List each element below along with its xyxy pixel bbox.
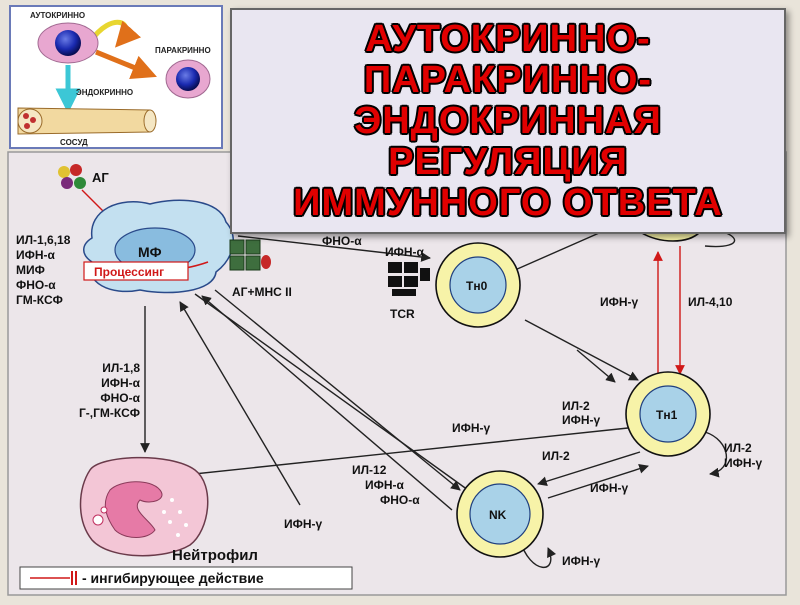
th1-neutro-ifn-label: ИФН-γ: [452, 421, 491, 435]
nk-mf-ifn-label: ИФН-γ: [284, 517, 323, 531]
mf-cytokine-1: ИЛ-1,6,18: [16, 233, 71, 247]
legend: - ингибирующее действие: [19, 566, 353, 590]
processing-box: [83, 261, 189, 281]
mf-nk-tnf-label: ФНО-α: [380, 493, 420, 507]
mf-cytokine-2: ИФН-α: [16, 248, 56, 262]
mhc-complex: [229, 239, 271, 271]
nk-th1-ifn-label: ИФН-γ: [590, 481, 629, 495]
th0-th1-il2-label: ИЛ-2: [562, 399, 590, 413]
processing-label: Процессинг: [94, 265, 164, 279]
mf-cytokine-4: ФНО-α: [16, 278, 56, 292]
inset-panel: АУТОКРИННО ПАРАКРИННО ЭНДОКРИННО СОСУД: [9, 5, 223, 149]
tcr-complex: [388, 262, 430, 296]
inset-paracrine-label: ПАРАКРИННО: [155, 46, 211, 55]
ifn-gamma-top-label: ИФН-γ: [600, 295, 639, 309]
mf-nk-il12-label: ИЛ-12: [352, 463, 387, 477]
neutrophil-cell: [79, 456, 209, 557]
title-line-1: АУТОКРИННО-: [365, 17, 651, 60]
mf-neutro-label-1: ИЛ-1,8: [102, 361, 140, 375]
tcr-label: TCR: [390, 307, 415, 321]
title-line-2: ПАРАКРИННО-: [363, 58, 653, 101]
title-line-4: РЕГУЛЯЦИЯ: [388, 140, 628, 183]
neutrophil-label: Нейтрофил: [172, 547, 258, 564]
th1-nk-il2-label: ИЛ-2: [542, 449, 570, 463]
mf-cytokine-3: МИФ: [16, 263, 45, 277]
macrophage-label: МФ: [138, 244, 162, 260]
inset-endocrine-label: ЭНДОКРИННО: [76, 88, 133, 97]
legend-text: - ингибирующее действие: [82, 570, 264, 586]
th1-nk-arrow: [537, 451, 641, 487]
th1-self-loop: [704, 431, 727, 478]
ifn-alpha-label: ИФН-α: [385, 245, 425, 259]
il-4-10-label: ИЛ-4,10: [688, 295, 733, 309]
mf-cytokine-5: ГМ-КСФ: [16, 293, 63, 307]
mf-nk-arrow: [214, 289, 461, 491]
th0-nk-line: [194, 293, 469, 491]
mf-nk-ifn-label: ИФН-α: [365, 478, 405, 492]
antigen-label: АГ: [92, 170, 109, 185]
th0-th1-ifn-label: ИФН-γ: [562, 413, 601, 427]
inset-producer-nucleus: [55, 30, 81, 56]
slide-title: АУТОКРИННО- ПАРАКРИННО- ЭНДОКРИННАЯ РЕГУ…: [293, 17, 723, 224]
autocrine-arrow: [87, 19, 141, 48]
il2-th1-arrow: [576, 349, 616, 383]
th0-label: Тн0: [466, 279, 488, 293]
th1-self-il2-label: ИЛ-2: [724, 441, 752, 455]
nk-mf-arrow: [201, 295, 453, 511]
th0-cell: [435, 242, 521, 328]
inset-vessel-label: СОСУД: [60, 138, 88, 147]
nk-self-ifn-label: ИФН-γ: [562, 554, 601, 568]
th1-self-ifn-label: ИФН-γ: [724, 456, 763, 470]
nk-th1-arrow: [547, 464, 649, 499]
inset-autocrine-label: АУТОКРИННО: [30, 11, 85, 20]
th2-cell-partial: [639, 231, 701, 242]
mf-neutro-label-2: ИФН-α: [101, 376, 141, 390]
th0-th1-arrow: [524, 319, 639, 381]
nk-cell: [456, 470, 544, 558]
title-line-3: ЭНДОКРИННАЯ: [354, 99, 662, 142]
th1-cell: [625, 371, 711, 457]
inset-target-nucleus: [176, 67, 200, 91]
th1-neutrophil-arrow: [174, 427, 629, 480]
paracrine-arrow: [95, 49, 157, 79]
title-box: АУТОКРИННО- ПАРАКРИННО- ЭНДОКРИННАЯ РЕГУ…: [230, 8, 786, 234]
nk-label: NK: [489, 508, 507, 522]
mf-neutro-label-3: ФНО-α: [100, 391, 140, 405]
neutrophil-mf-arrow: [179, 301, 301, 506]
tnf-alpha-label: ФНО-α: [322, 234, 362, 248]
antigen-cluster: [58, 164, 86, 189]
title-line-5: ИММУННОГО ОТВЕТА: [293, 181, 723, 224]
mf-neutro-label-4: Г-,ГМ-КСФ: [79, 406, 140, 420]
mf-th0-arrow: [237, 235, 431, 262]
th1-label: Тн1: [656, 408, 678, 422]
ag-mhc-label: АГ+MHC II: [232, 285, 292, 299]
